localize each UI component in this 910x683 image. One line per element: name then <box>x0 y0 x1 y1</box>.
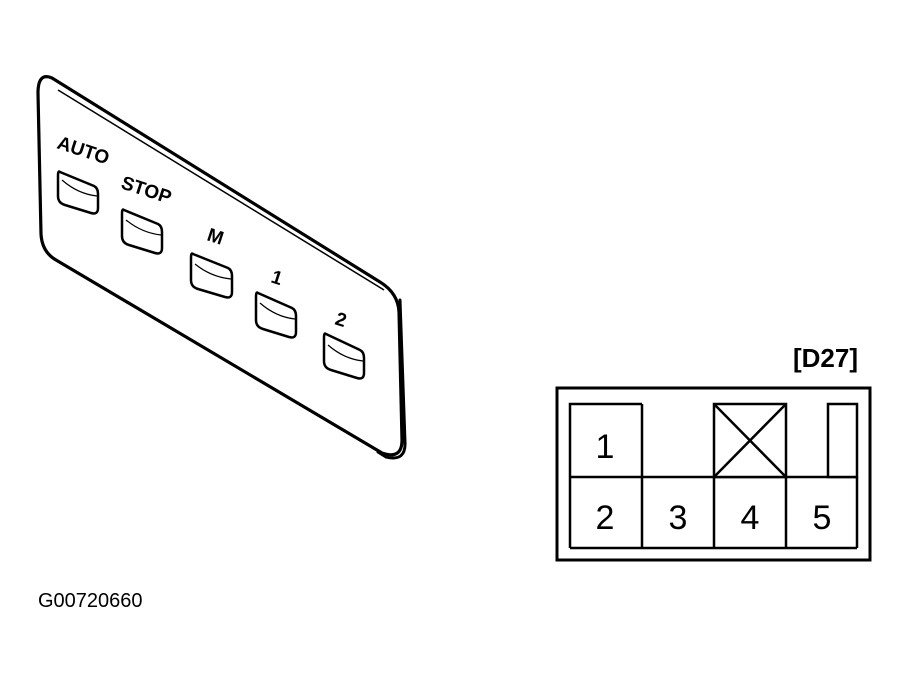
panel-button-1[interactable]: 1 <box>254 267 298 339</box>
button-cap-highlight <box>327 344 364 362</box>
figure-code: G00720660 <box>38 590 143 612</box>
button-cap-icon <box>120 208 164 255</box>
button-cap-icon <box>56 170 100 215</box>
connector-pin-label: 2 <box>596 499 615 537</box>
button-cap-highlight <box>125 219 162 236</box>
switch-panel: AUTO STOP M 1 2 <box>36 75 407 460</box>
connector-pin-label: 3 <box>669 499 688 537</box>
connector-cell-1-box <box>568 402 642 477</box>
switch-panel-rim <box>57 89 385 291</box>
button-cap-highlight <box>194 263 232 280</box>
connector-lock-tab <box>826 402 859 479</box>
panel-button-m[interactable]: M <box>189 225 234 299</box>
connector-pin-label: 5 <box>813 499 832 537</box>
blank-cavity-cross-icon <box>713 403 787 478</box>
button-cap-icon <box>254 291 298 339</box>
button-cap-highlight <box>259 302 296 320</box>
button-cap-icon <box>189 252 234 299</box>
button-cap-highlight <box>61 179 98 197</box>
connector-pin-label: 1 <box>596 428 615 466</box>
connector-pin-label: 4 <box>741 499 760 537</box>
connector-id: [D27] <box>793 343 858 373</box>
panel-button-label: M <box>204 225 226 250</box>
connector-d27: [D27] 1 2 3 4 5 <box>555 343 872 562</box>
